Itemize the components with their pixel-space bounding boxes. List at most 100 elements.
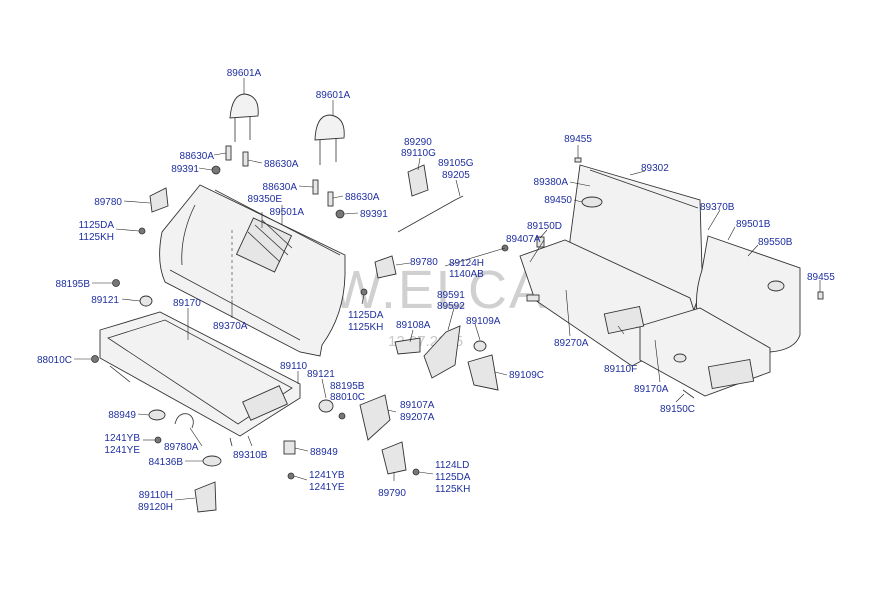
part-label: 89170 — [173, 298, 201, 309]
headrest-left-2 — [314, 114, 345, 165]
part-label: 89450 — [544, 195, 572, 206]
part-label: 1125KH — [348, 322, 383, 333]
part-label: 89110H — [139, 490, 173, 501]
part-label: 1124LD — [435, 460, 469, 471]
part-label: 89780A — [164, 442, 199, 453]
part-label: 89150D — [527, 221, 562, 232]
cover-89107A — [359, 394, 391, 441]
part-label: 89302 — [641, 163, 669, 174]
part-label: 89290 — [404, 137, 432, 148]
part-label: 89110F — [604, 364, 637, 375]
part-label: 89592 — [437, 301, 465, 312]
guide-part — [312, 179, 319, 195]
clip-part — [817, 291, 824, 300]
guide-part — [225, 145, 232, 161]
bolt-part — [287, 472, 295, 480]
bolt-part — [138, 227, 146, 235]
bolt-part — [335, 209, 345, 219]
part-label: 89380A — [534, 177, 569, 188]
part-label: 89780 — [94, 197, 122, 208]
part-label: 89121 — [91, 295, 119, 306]
seat-back-left — [159, 184, 346, 357]
part-label: 89601A — [227, 68, 262, 79]
part-label: 88949 — [108, 410, 136, 421]
part-label: 89501A — [270, 207, 305, 218]
part-label: 89107A — [400, 400, 435, 411]
part-label: 89455 — [564, 134, 592, 145]
part-label: 89591 — [437, 290, 465, 301]
part-label: 1241YB — [104, 433, 140, 444]
part-label: 89370A — [213, 321, 248, 332]
bolt-part — [154, 436, 162, 444]
part-label: 89790 — [378, 488, 406, 499]
part-label: 84136B — [149, 457, 184, 468]
part-label: 88195B — [330, 381, 365, 392]
part-label: 88195B — [56, 279, 91, 290]
clip-part — [574, 157, 582, 163]
cable-89205 — [397, 195, 464, 233]
bumper-part — [148, 409, 166, 421]
bolt-part — [338, 412, 346, 420]
part-label: 88630A — [180, 151, 215, 162]
bushing-part — [318, 399, 334, 413]
part-label: 1241YE — [309, 482, 345, 493]
part-label: 89150C — [660, 404, 695, 415]
guide-part — [242, 151, 249, 167]
bracket-89780-2 — [374, 255, 397, 279]
part-label: 89120H — [138, 502, 173, 513]
part-label: 89501B — [736, 219, 771, 230]
bracket-89110H — [194, 481, 217, 513]
part-label: 89780 — [410, 257, 438, 268]
bumper-part — [283, 440, 296, 455]
part-label: 88630A — [345, 192, 380, 203]
bracket-89790 — [381, 441, 407, 475]
seat-cushion-left — [99, 311, 301, 447]
cover-89591 — [423, 325, 461, 379]
headrest-left-1 — [229, 93, 259, 142]
part-label: 88630A — [263, 182, 298, 193]
part-label: 1241YE — [104, 445, 140, 456]
part-label: 89601A — [316, 90, 351, 101]
part-label: 89110 — [280, 361, 308, 372]
cap-part — [202, 455, 222, 467]
bolt-part — [360, 288, 368, 296]
bracket-89109C — [467, 354, 499, 391]
part-label: 1140AB — [449, 269, 484, 280]
part-label: 89124H — [449, 258, 484, 269]
part-label: 89407A — [506, 234, 541, 245]
bushing-part — [139, 295, 153, 307]
bracket-89780 — [149, 187, 169, 213]
part-label: 89170A — [634, 384, 669, 395]
clip-part — [526, 294, 540, 302]
part-label: 89391 — [360, 209, 388, 220]
part-label: 89121 — [307, 369, 335, 380]
bolt-part — [211, 165, 221, 175]
seat-cushion-right — [519, 239, 771, 399]
part-label: 89109C — [509, 370, 544, 381]
part-label: 88630A — [264, 159, 299, 170]
part-label: 89205 — [442, 170, 470, 181]
bolt-part — [412, 468, 420, 476]
part-label: 88949 — [310, 447, 338, 458]
part-label: 1241YB — [309, 470, 345, 481]
part-label: 1125DA — [435, 472, 471, 483]
part-label: 89370B — [700, 202, 735, 213]
wire-part — [174, 413, 194, 429]
guide-part — [327, 191, 334, 207]
part-label: 88010C — [37, 355, 72, 366]
part-label: 89391 — [171, 164, 199, 175]
part-label: 89108A — [396, 320, 431, 331]
part-label: 89310B — [233, 450, 268, 461]
part-label: 88010C — [330, 392, 365, 403]
part-label: 89110G — [401, 148, 436, 159]
part-label: 89270A — [554, 338, 589, 349]
part-label: 89105G — [438, 158, 474, 169]
part-label: 1125DA — [79, 220, 115, 231]
part-label: 1125KH — [79, 232, 114, 243]
part-label: 89207A — [400, 412, 435, 423]
part-label: 89455 — [807, 272, 835, 283]
part-label: 1125KH — [435, 484, 470, 495]
part-label: 89109A — [466, 316, 501, 327]
